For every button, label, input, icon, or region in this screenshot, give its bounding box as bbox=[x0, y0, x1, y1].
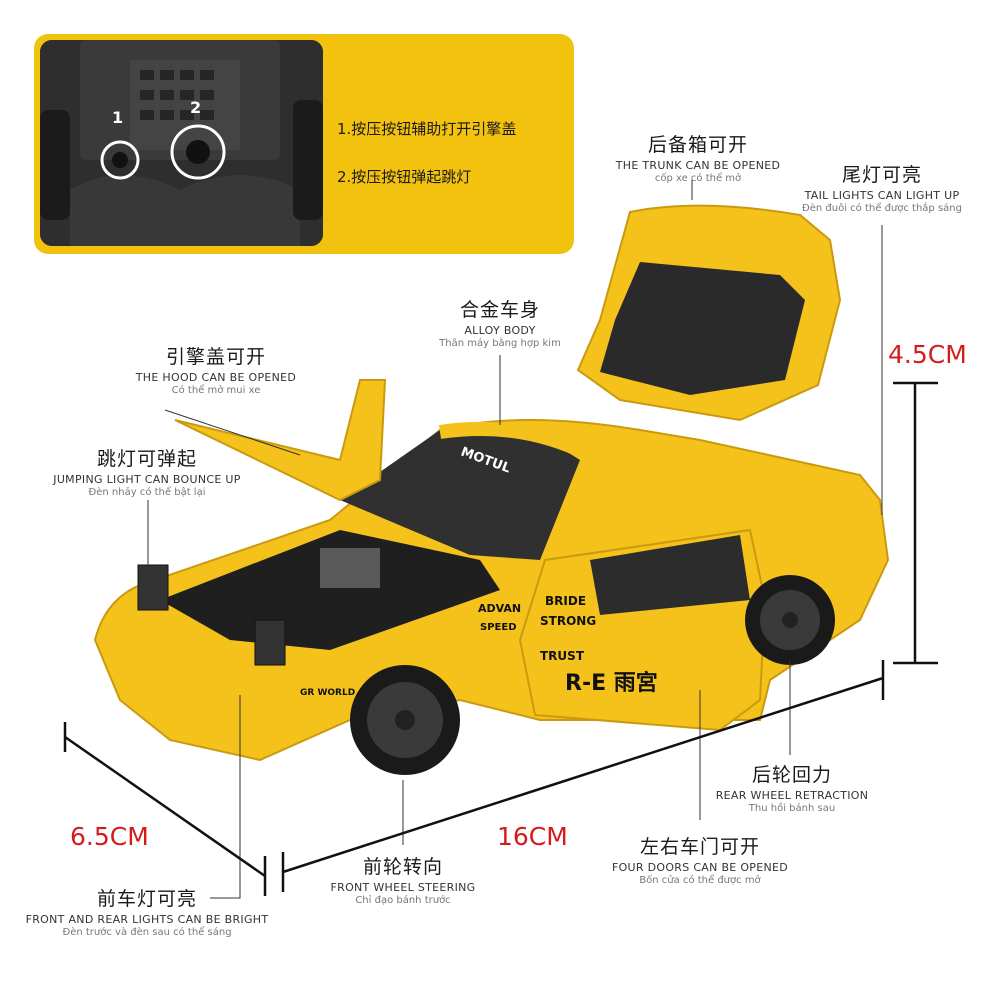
label-doors: 左右车门可开 FOUR DOORS CAN BE OPENED Bốn cửa … bbox=[600, 832, 800, 886]
label-trunk-vi: cốp xe có thể mở bbox=[654, 173, 742, 184]
marker-2: 2 bbox=[190, 98, 202, 117]
label-tail-cn: 尾灯可亮 bbox=[841, 164, 922, 186]
label-tail-vi: Đèn đuôi có thể được thắp sáng bbox=[802, 203, 962, 214]
engine-bay bbox=[160, 530, 500, 650]
label-body: 合金车身 ALLOY BODY Thân máy bằng hợp kim bbox=[400, 295, 600, 349]
marker-1: 1 bbox=[112, 108, 124, 127]
decal-rx: R-E 雨宮 bbox=[565, 670, 658, 696]
label-body-vi: Thân máy bằng hợp kim bbox=[439, 338, 561, 349]
underside-illustration bbox=[40, 40, 323, 246]
label-doors-en: FOUR DOORS CAN BE OPENED bbox=[611, 861, 789, 874]
leader-lights bbox=[210, 695, 241, 899]
popup-light-right bbox=[254, 619, 286, 666]
leader-hood bbox=[164, 409, 301, 456]
label-tail-en: TAIL LIGHTS CAN LIGHT UP bbox=[804, 189, 960, 202]
trunk-lid-inner bbox=[600, 262, 805, 395]
label-trunk-en: THE TRUNK CAN BE OPENED bbox=[615, 159, 781, 172]
label-rear-wheel-vi: Thu hồi bánh sau bbox=[748, 803, 836, 814]
label-front-wheel-vi: Chỉ đạo bánh trước bbox=[355, 895, 451, 906]
decal-strong: STRONG bbox=[540, 614, 596, 628]
label-body-cn: 合金车身 bbox=[459, 299, 540, 321]
label-tail: 尾灯可亮 TAIL LIGHTS CAN LIGHT UP Đèn đuôi c… bbox=[782, 160, 982, 214]
door-window bbox=[590, 535, 750, 615]
windshield bbox=[340, 428, 580, 560]
label-hood-cn: 引擎盖可开 bbox=[165, 346, 266, 368]
inset-step-1: 1.按压按钮辅助打开引擎盖 bbox=[337, 120, 517, 138]
decal-gr: GR WORLD bbox=[300, 688, 355, 698]
roof-band bbox=[438, 421, 594, 462]
decal-speed: SPEED bbox=[480, 622, 517, 633]
decal-trust: TRUST bbox=[540, 649, 585, 663]
label-trunk-cn: 后备箱可开 bbox=[647, 134, 748, 156]
length-line bbox=[282, 676, 884, 874]
label-trunk: 后备箱可开 THE TRUNK CAN BE OPENED cốp xe có … bbox=[598, 130, 798, 184]
button-1-ring bbox=[100, 140, 140, 180]
button-2-ring bbox=[170, 124, 226, 180]
width-line bbox=[64, 735, 266, 878]
label-doors-cn: 左右车门可开 bbox=[639, 836, 760, 858]
underside-photo: 1 2 bbox=[40, 40, 323, 246]
label-hood-en: THE HOOD CAN BE OPENED bbox=[135, 371, 297, 384]
label-jump-vi: Đèn nhảy có thể bật lại bbox=[88, 487, 206, 498]
engine-block bbox=[320, 548, 380, 588]
popup-light-left bbox=[137, 564, 169, 611]
decal-advan: ADVAN bbox=[478, 602, 521, 615]
label-jump: 跳灯可弹起 JUMPING LIGHT CAN BOUNCE UP Đèn nh… bbox=[47, 444, 247, 498]
dimension-length: 16CM bbox=[497, 822, 568, 851]
label-hood-vi: Có thể mở mui xe bbox=[171, 385, 261, 396]
label-lights-cn: 前车灯可亮 bbox=[96, 888, 197, 910]
label-body-en: ALLOY BODY bbox=[464, 324, 536, 337]
label-rear-wheel: 后轮回力 REAR WHEEL RETRACTION Thu hồi bánh … bbox=[692, 760, 892, 814]
label-jump-cn: 跳灯可弹起 bbox=[96, 448, 197, 470]
inset-step-2: 2.按压按钮弹起跳灯 bbox=[337, 168, 472, 186]
dimension-height: 4.5CM bbox=[888, 340, 967, 369]
label-front-wheel: 前轮转向 FRONT WHEEL STEERING Chỉ đạo bánh t… bbox=[303, 852, 503, 906]
label-front-wheel-cn: 前轮转向 bbox=[362, 856, 443, 878]
label-jump-en: JUMPING LIGHT CAN BOUNCE UP bbox=[53, 473, 241, 486]
label-lights: 前车灯可亮 FRONT AND REAR LIGHTS CAN BE BRIGH… bbox=[12, 884, 282, 938]
label-hood: 引擎盖可开 THE HOOD CAN BE OPENED Có thể mở m… bbox=[116, 342, 316, 396]
label-rear-wheel-en: REAR WHEEL RETRACTION bbox=[715, 789, 869, 802]
label-lights-vi: Đèn trước và đèn sau có thể sáng bbox=[62, 927, 232, 938]
label-rear-wheel-cn: 后轮回力 bbox=[751, 764, 832, 786]
label-front-wheel-en: FRONT WHEEL STEERING bbox=[330, 881, 476, 894]
decal-bride: BRIDE bbox=[545, 594, 586, 608]
dimension-width: 6.5CM bbox=[70, 822, 149, 851]
label-doors-vi: Bốn cửa có thể được mở bbox=[639, 875, 761, 886]
hood bbox=[174, 379, 387, 502]
label-lights-en: FRONT AND REAR LIGHTS CAN BE BRIGHT bbox=[25, 913, 269, 926]
